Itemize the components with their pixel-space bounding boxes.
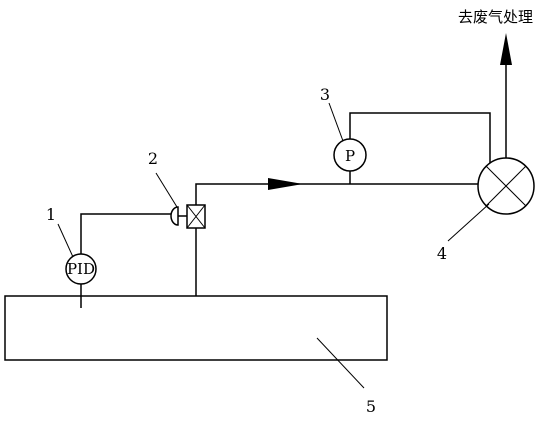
callout-leader-4 [447,203,490,242]
callout-leader-1 [57,223,74,258]
callout-leader-2 [155,172,178,208]
valve-x-2 [186,204,206,229]
callout-3: 3 [320,85,330,104]
valve-actuator [170,206,179,226]
pid-signal-line [80,213,171,255]
destination-label: 去废气处理 [458,8,533,26]
callout-2: 2 [148,149,158,168]
flow-arrow [268,178,303,190]
callout-leader-3 [328,102,344,142]
callout-5: 5 [366,397,376,416]
tank [4,295,388,361]
pressure-label: P [345,147,355,165]
pid-label: PID [67,260,95,278]
callout-4: 4 [437,244,447,263]
main-pipe [195,183,478,296]
blower-x-2 [485,165,527,207]
pressure-gauge [333,138,367,172]
callout-1: 1 [46,205,56,224]
gauge-bypass-line [349,112,491,163]
pid-sensor [65,253,97,285]
exhaust-arrow [500,33,512,65]
callout-leader-5 [316,337,365,389]
